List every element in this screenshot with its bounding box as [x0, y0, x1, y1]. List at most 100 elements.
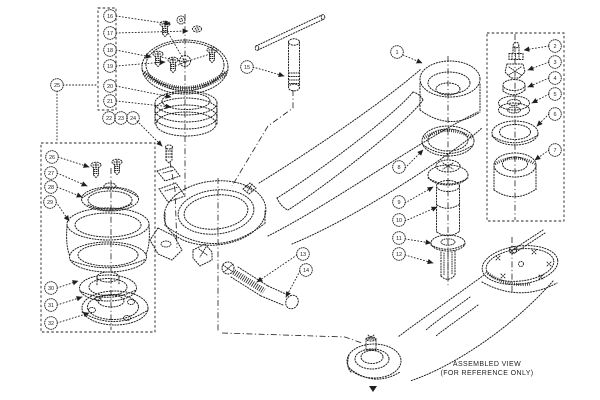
svg-text:4: 4: [553, 76, 556, 82]
svg-text:21: 21: [107, 99, 113, 105]
svg-text:13: 13: [300, 252, 306, 258]
svg-text:3: 3: [553, 60, 556, 66]
callout-balloon: 26: [45, 150, 59, 164]
reference-boxes: [40, 7, 565, 333]
t-handle-tool: [254, 14, 326, 92]
leader-lines: [55, 15, 550, 324]
svg-text:14: 14: [303, 268, 309, 274]
svg-text:12: 12: [396, 252, 402, 258]
callout-balloon: 1: [390, 45, 404, 59]
bolt-threads: [232, 269, 266, 294]
adapter-fitting: [504, 63, 526, 79]
housing-screw: [90, 161, 102, 178]
svg-text:6: 6: [553, 112, 556, 118]
retainer-clip: [158, 182, 186, 203]
svg-text:17: 17: [107, 31, 113, 37]
svg-text:7: 7: [553, 148, 556, 154]
callout-balloon: 25: [50, 78, 64, 92]
svg-text:18: 18: [107, 48, 113, 54]
callout-balloon: 31: [44, 298, 58, 312]
callout-balloon: 13: [296, 247, 310, 261]
svg-text:32: 32: [48, 321, 54, 327]
retainer-clip: [156, 165, 181, 182]
svg-text:31: 31: [48, 303, 54, 309]
right-hardware-stack: [491, 41, 539, 198]
callout-balloon: 2: [548, 39, 562, 53]
seal-ring-stack: [154, 90, 218, 137]
knurled-ring: [423, 129, 473, 140]
pinch-lug: [192, 243, 213, 267]
washer: [498, 102, 530, 118]
svg-text:5: 5: [553, 92, 556, 98]
svg-text:24: 24: [130, 116, 136, 122]
washer: [498, 95, 530, 111]
callout-balloon: 24: [126, 111, 140, 125]
svg-text:26: 26: [49, 155, 55, 161]
callout-balloon: 20: [103, 79, 117, 93]
svg-text:23: 23: [118, 116, 124, 122]
callout-balloon: 27: [44, 166, 58, 180]
cover-screw: [167, 56, 179, 73]
callout-balloon: 10: [392, 213, 406, 227]
callout-balloon: 29: [43, 195, 57, 209]
detail-box-right: [486, 32, 565, 222]
callout-balloon: 11: [392, 231, 406, 245]
pinch-bolt: [221, 261, 299, 310]
svg-text:30: 30: [48, 286, 54, 292]
svg-text:2: 2: [553, 44, 556, 50]
svg-text:27: 27: [48, 171, 54, 177]
callout-balloon: 23: [114, 111, 128, 125]
callout-balloon: 22: [102, 111, 116, 125]
seal-ring: [491, 120, 539, 146]
svg-text:15: 15: [244, 65, 250, 71]
callout-box-top-left: [97, 7, 117, 111]
callout-balloon: 15: [240, 60, 254, 74]
assembled-small-end: [346, 343, 402, 379]
cover-screw-marks: [495, 248, 552, 280]
callout-balloon: 32: [44, 316, 58, 330]
callout-balloon: 30: [44, 281, 58, 295]
housing-screw: [111, 158, 123, 175]
svg-text:22: 22: [106, 116, 112, 122]
cover-screw: [206, 46, 218, 63]
svg-text:29: 29: [47, 200, 53, 206]
callout-balloon: 17: [103, 26, 117, 40]
grommet: [192, 25, 202, 33]
callout-balloon: 16: [103, 9, 117, 23]
svg-text:16: 16: [107, 14, 113, 20]
assembled-view-caption-line2: (FOR REFERENCE ONLY): [440, 370, 533, 377]
grease-fitting: [512, 41, 520, 49]
assembled-view-caption-line1: ASSEMBLED VIEW: [453, 361, 521, 368]
cover-plate: [141, 39, 229, 95]
callout-balloon: 19: [103, 59, 117, 73]
callout-balloon: 28: [44, 180, 58, 194]
stop-nut: [502, 79, 526, 91]
dome-cap: [81, 187, 139, 199]
callout-balloon: 9: [392, 195, 406, 209]
flanged-bushing: [435, 159, 461, 173]
splined-stud: [440, 250, 456, 277]
mounting-flange: [81, 290, 149, 326]
svg-text:9: 9: [397, 200, 400, 206]
lower-seal-ring: [79, 274, 137, 302]
cover-screw: [152, 50, 164, 67]
assembled-grease-fitting: [365, 338, 377, 351]
callout-balloon: 6: [548, 107, 562, 121]
seal-hub: [96, 271, 120, 283]
callout-balloon: 4: [548, 71, 562, 85]
callout-balloon: 5: [548, 87, 562, 101]
assembled-view: ASSEMBLED VIEW (FOR REFERENCE ONLY): [346, 229, 559, 392]
steering-arm: [149, 60, 483, 267]
detail-box-left: [40, 142, 156, 333]
pin-and-clips: [156, 144, 186, 203]
svg-text:11: 11: [396, 236, 402, 242]
arm-boss: [419, 60, 481, 98]
callout-balloon: 7: [548, 143, 562, 157]
svg-text:10: 10: [396, 218, 402, 224]
bell-housing-assembly: [66, 158, 150, 326]
callout-balloon: 12: [392, 247, 406, 261]
callout-balloon: 3: [548, 55, 562, 69]
callout-balloon: 14: [299, 263, 313, 277]
svg-text:25: 25: [54, 83, 60, 89]
